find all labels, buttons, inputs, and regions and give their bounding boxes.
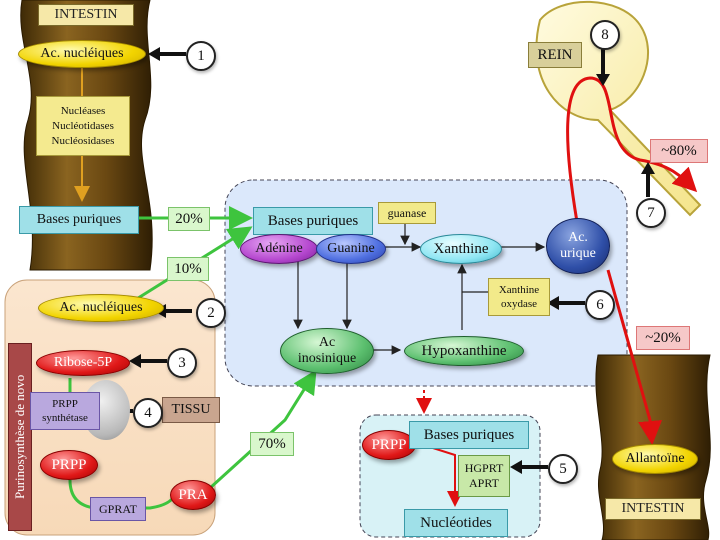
intestin-bases-puriques: Bases puriques: [19, 206, 139, 234]
callout-2: 2: [196, 298, 226, 328]
acide-urique: Ac. urique: [546, 218, 610, 274]
callout-6: 6: [585, 290, 615, 320]
allantoine: Allantoïne: [612, 444, 698, 474]
purinosynthese-label: Purinosynthèse de novo: [8, 343, 32, 531]
percent-minus-20: ~20%: [636, 326, 690, 350]
acide-inosinique: Ac inosinique: [280, 328, 374, 374]
xanthine-oxydase: Xanthine oxydase: [488, 278, 550, 316]
xanthine: Xanthine: [420, 234, 502, 264]
liver-bases-puriques: Bases puriques: [253, 207, 373, 235]
guanine: Guanine: [316, 234, 386, 264]
intestin-top-label: INTESTIN: [38, 4, 134, 26]
intestin-bottom-label: INTESTIN: [605, 498, 701, 520]
percent-20: 20%: [168, 207, 210, 231]
callout-5: 5: [548, 454, 578, 484]
nucleotides: Nucléotides: [404, 509, 508, 537]
callout-3: 3: [167, 348, 197, 378]
salvage-prpp: PRPP: [362, 430, 416, 460]
intestin-enzymes: Nucléases Nucléotidases Nucléosidases: [36, 96, 130, 156]
callout-7: 7: [636, 198, 666, 228]
gprat: GPRAT: [90, 497, 146, 521]
tissue-prpp: PRPP: [40, 450, 98, 480]
percent-10: 10%: [167, 257, 209, 281]
percent-70: 70%: [250, 432, 294, 456]
ribose-5p: Ribose-5P: [36, 350, 130, 376]
tissue-nucleic-acids: Ac. nucléiques: [38, 294, 164, 322]
prpp-synthetase: PRPP synthétase: [30, 392, 100, 430]
tissu-label: TISSU: [162, 397, 220, 423]
hgprt-aprt: HGPRT APRT: [458, 455, 510, 497]
callout-8: 8: [590, 20, 620, 50]
pra: PRA: [170, 480, 216, 510]
percent-80: ~80%: [650, 139, 708, 163]
adenine: Adénine: [240, 234, 318, 264]
intestin-nucleic-acids: Ac. nucléiques: [18, 40, 146, 68]
rein-label: REIN: [528, 42, 582, 68]
guanase: guanase: [378, 202, 436, 224]
hypoxanthine: Hypoxanthine: [404, 336, 524, 366]
callout-4: 4: [133, 398, 163, 428]
salvage-bases-puriques: Bases puriques: [409, 421, 529, 449]
callout-1: 1: [186, 41, 216, 71]
